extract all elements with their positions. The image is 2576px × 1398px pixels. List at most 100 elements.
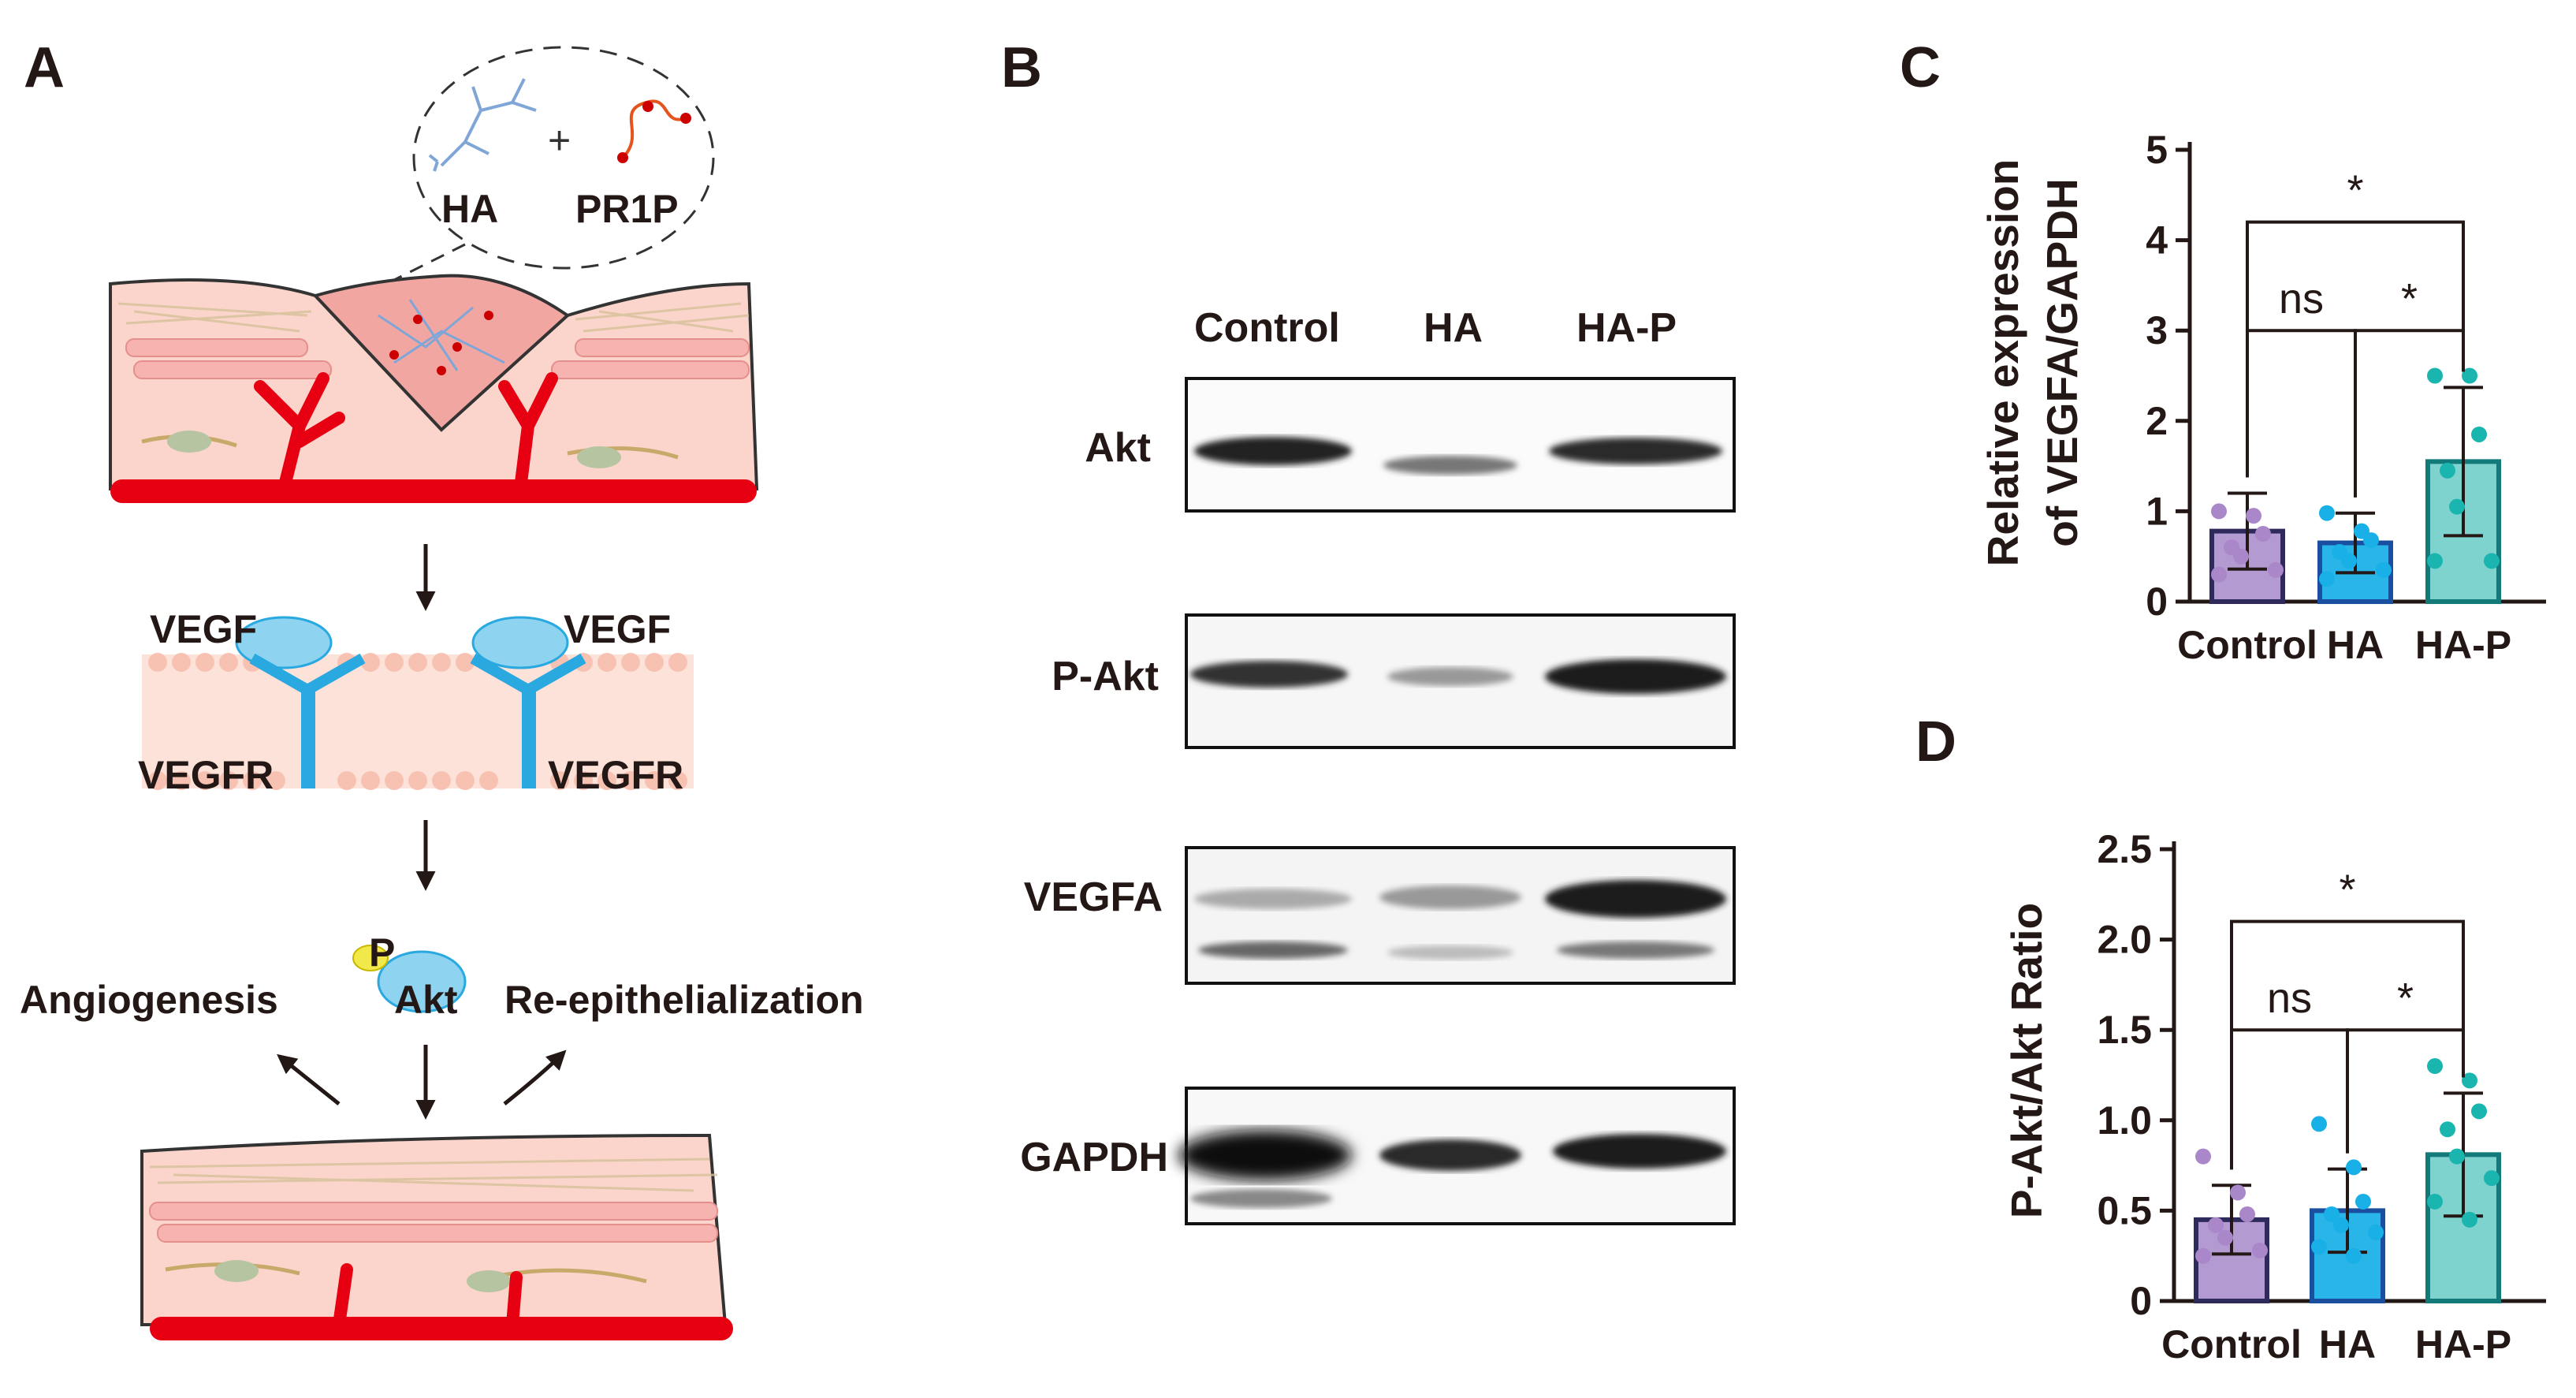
point-hap [2427,1193,2443,1210]
panel-b-label: B [1001,36,1042,99]
pr1p-molecule-icon [617,99,691,163]
point-hap [2462,1211,2477,1228]
y-tick-label: 2.0 [2097,918,2152,962]
d-ylabel: P-Akt/Akt Ratio [2002,903,2051,1218]
point-control [2195,1148,2211,1165]
point-control [2233,548,2249,565]
point-control [2195,1247,2211,1264]
point-ha [2319,571,2335,587]
point-control [2230,1184,2246,1201]
y-tick-label: 0.5 [2097,1188,2152,1232]
significance-label: * [2347,167,2363,214]
y-tick-label: 0 [2146,580,2168,624]
point-hap [2471,426,2487,442]
row-label-gapdh: GAPDH [1020,1135,1168,1180]
x-tick-label-ha: HA [2319,1322,2376,1366]
panel-a: A + HA PR1P [20,36,864,1340]
ha-molecule-icon [428,78,537,172]
phosphate-icon [352,945,389,971]
phosphate-label: P [369,930,395,975]
vegfr-right-label: VEGFR [548,753,683,797]
point-hap [2462,1072,2477,1089]
lane-label-control: Control [1194,305,1340,351]
vegfr-left-label: VEGFR [138,753,274,797]
significance-bracket [2246,329,2357,498]
point-hap [2449,498,2465,515]
point-control [2208,1217,2224,1233]
healed-skin-illustration [140,1133,733,1340]
y-tick-label: 0 [2130,1279,2152,1323]
point-hap [2427,367,2443,384]
point-hap [2427,553,2443,569]
c-ylabel-line1: Relative expression [1979,159,2027,567]
significance-label: * [2401,275,2418,322]
point-ha [2333,1217,2349,1233]
lane-label-hap: HA-P [1576,305,1677,351]
y-tick-label: 2 [2146,399,2168,443]
point-control [2211,503,2227,520]
point-ha [2341,553,2357,569]
y-tick-label: 5 [2146,128,2168,172]
panel-b: B Control HA HA-P Akt P-Akt VEGFA GAPDH [1001,36,1736,1225]
akt-label: Akt [394,978,458,1022]
point-control [2268,561,2284,578]
vegf-right-label: VEGF [564,607,671,651]
arrow-reepi [503,1049,567,1105]
reepithelialization-label: Re-epithelialization [504,978,864,1022]
akt-icon [377,950,467,1013]
c-ylabel-line2: of VEGFA/GAPDH [2038,178,2086,547]
x-tick-label-control: Control [2161,1322,2302,1366]
point-ha [2311,1116,2327,1132]
point-ha [2376,561,2392,578]
point-ha [2319,505,2335,521]
y-tick-label: 2.5 [2097,827,2152,871]
significance-bracket [2230,919,2465,1170]
y-tick-label: 1.5 [2097,1008,2152,1052]
hydrogel-zoom-bubble [412,46,715,270]
point-hap [2449,1148,2465,1165]
x-tick-label-hap: HA-P [2415,623,2511,667]
point-control [2239,1206,2255,1222]
wound-skin-illustration [109,274,759,503]
blot-gapdh [1178,1087,1736,1225]
point-hap [2462,367,2477,384]
significance-bracket [2246,220,2465,478]
row-label-vegfa: VEGFA [1024,874,1163,920]
y-tick-label: 1.0 [2097,1098,2152,1143]
pr1p-label: PR1P [575,187,679,231]
significance-label: * [2339,867,2355,914]
blot-pakt [1185,613,1736,749]
point-ha [2355,1193,2371,1210]
panel-c-label: C [1900,36,1941,99]
x-tick-label-ha: HA [2327,623,2384,667]
lane-label-ha: HA [1424,305,1483,351]
blot-vegfa [1185,846,1736,985]
x-tick-label-hap: HA-P [2415,1322,2511,1366]
point-hap [2471,1103,2487,1120]
point-control [2252,1242,2268,1258]
y-tick-label: 4 [2146,218,2168,263]
panel-d-label: D [1915,710,1956,774]
point-ha [2363,532,2379,549]
point-control [2255,526,2271,542]
significance-label: * [2397,975,2414,1022]
plus-sign: + [548,118,571,162]
point-hap [2440,1121,2455,1138]
row-label-akt: Akt [1085,425,1151,471]
point-ha [2324,1206,2340,1222]
angiogenesis-label: Angiogenesis [20,978,278,1022]
row-label-pakt: P-Akt [1052,654,1159,699]
panel-d: D P-Akt/Akt Ratio 0 0.5 1.0 1.5 2.0 2.5Contro… [1915,710,2546,1366]
point-control [2217,1229,2233,1246]
y-tick-label: 1 [2146,489,2168,533]
arrow-angiogenesis [277,1053,341,1105]
zoom-line [370,243,466,293]
point-control [2246,508,2261,524]
point-hap [2484,1170,2500,1187]
point-control [2211,566,2227,583]
point-hap [2484,553,2500,569]
point-ha [2346,1159,2362,1176]
